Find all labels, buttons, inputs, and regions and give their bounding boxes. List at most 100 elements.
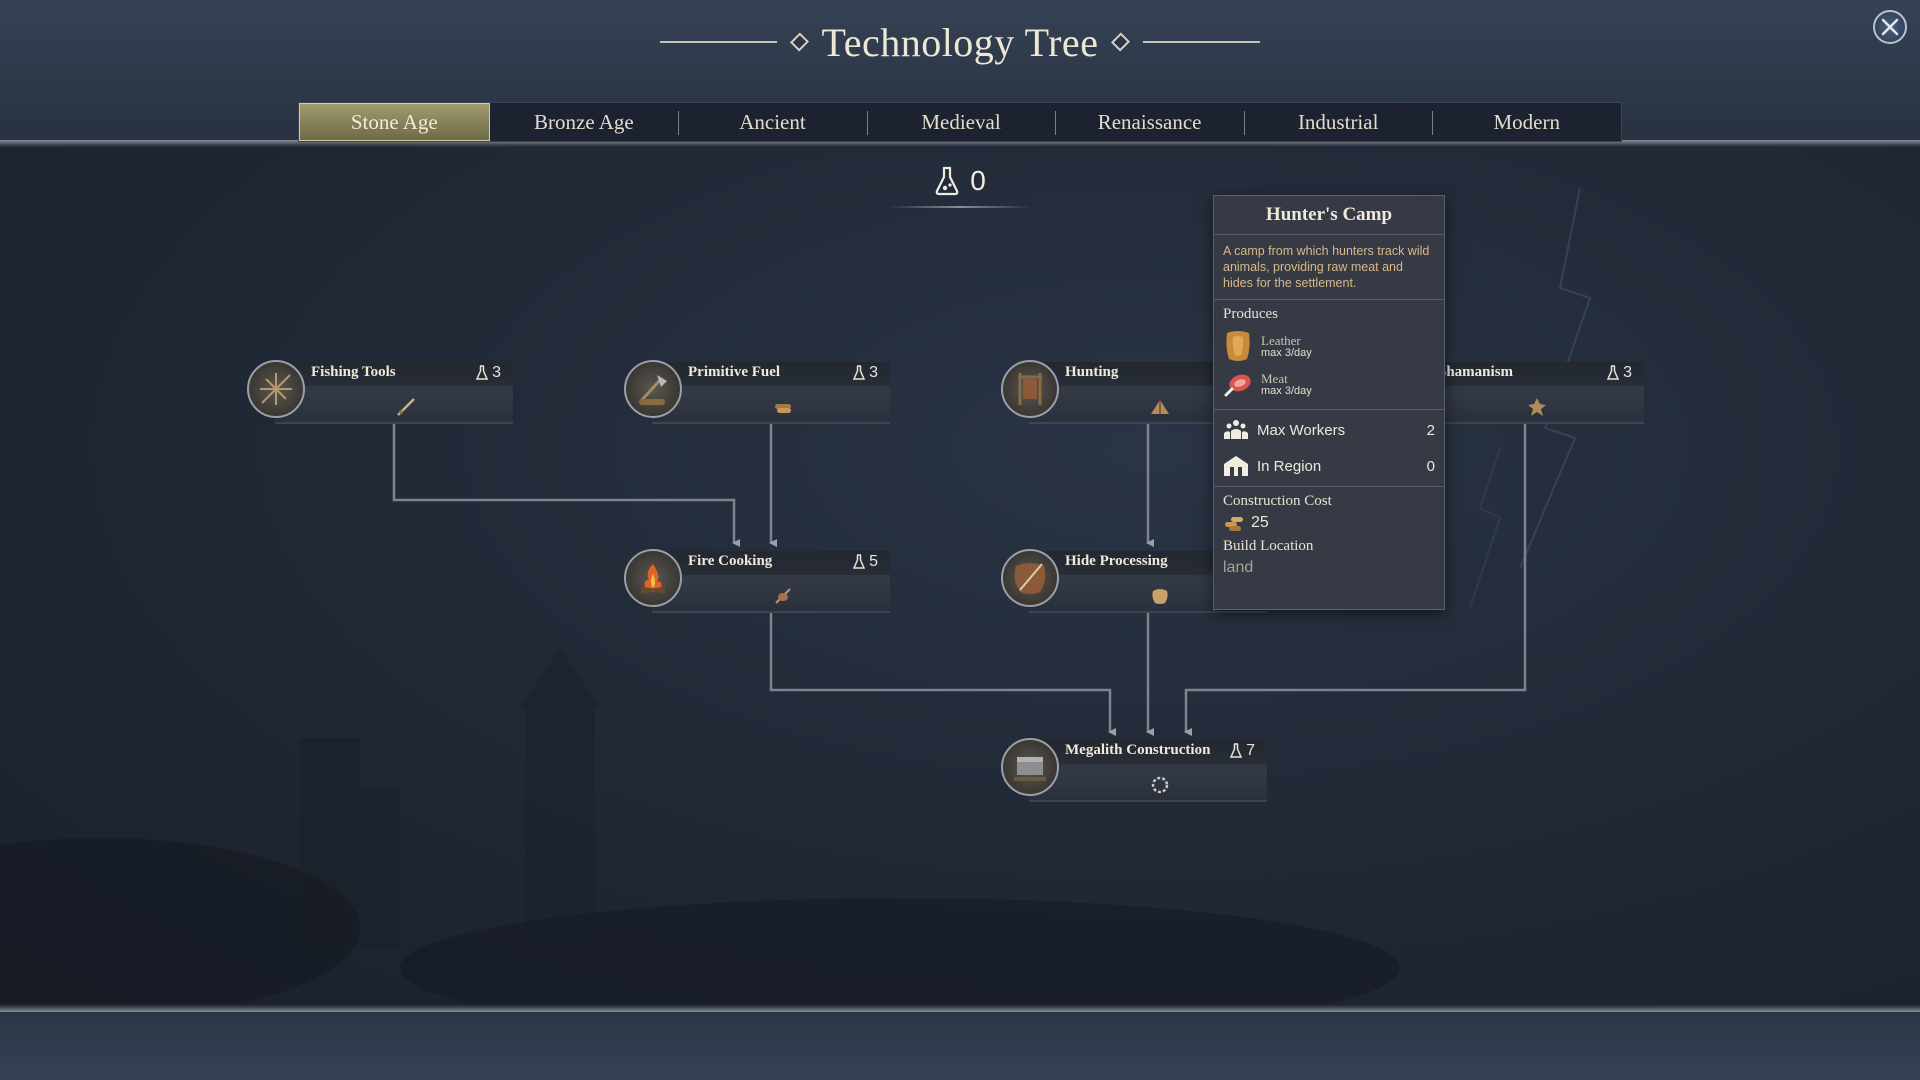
title-rule-left xyxy=(660,41,777,43)
flask-icon xyxy=(935,166,959,196)
flask-icon xyxy=(1230,743,1243,758)
tech-cost: 3 xyxy=(476,364,501,382)
title-rule-right xyxy=(1143,41,1260,43)
hunters-camp-icon xyxy=(1149,396,1171,418)
max-workers-label: Max Workers xyxy=(1257,421,1346,439)
max-workers-value: 2 xyxy=(1426,421,1435,439)
in-region-label: In Region xyxy=(1257,457,1322,475)
tech-cost-value: 7 xyxy=(1246,742,1255,759)
page-title: Technology Tree xyxy=(821,19,1099,65)
tech-node-panel xyxy=(275,362,513,424)
tooltip-title: Hunter's Camp xyxy=(1214,196,1444,235)
campfire-icon xyxy=(624,549,682,607)
tooltip-description: A camp from which hunters track wild ani… xyxy=(1214,235,1444,300)
tab-medieval[interactable]: Medieval xyxy=(866,103,1056,141)
stone-circle-icon xyxy=(1149,774,1171,796)
produce-item-meat: Meat max 3/day xyxy=(1223,365,1435,403)
tech-node-megalith-construction[interactable]: Megalith Construction 7 xyxy=(1001,738,1267,802)
wood-axe-icon xyxy=(624,360,682,418)
drying-rack-icon xyxy=(1001,360,1059,418)
tech-node-panel xyxy=(652,362,890,424)
tree-background xyxy=(0,148,1920,1006)
research-points: 0 xyxy=(890,155,1030,207)
bottom-frame xyxy=(0,1012,1920,1080)
bottom-frame-rule xyxy=(0,1004,1920,1012)
tech-cost: 7 xyxy=(1230,742,1255,760)
close-button[interactable] xyxy=(1873,10,1907,44)
tab-modern[interactable]: Modern xyxy=(1432,103,1621,141)
tech-cost-value: 3 xyxy=(1623,364,1632,381)
tech-node-panel xyxy=(1406,362,1644,424)
flask-icon xyxy=(1607,365,1620,380)
construction-cost-value: 25 xyxy=(1251,514,1269,531)
fishing-rod-icon xyxy=(395,396,417,418)
hide-scraper-icon xyxy=(1001,549,1059,607)
produces-heading: Produces xyxy=(1223,306,1278,322)
research-points-value: 0 xyxy=(970,165,986,196)
tech-cost: 3 xyxy=(853,364,878,382)
tab-bronze-age[interactable]: Bronze Age xyxy=(534,109,634,134)
building-icon xyxy=(1224,456,1248,476)
hide-icon xyxy=(1149,585,1171,607)
tooltip-produces: Produces Leather max 3/day Meat max 3/da… xyxy=(1214,300,1444,410)
tab-industrial[interactable]: Industrial xyxy=(1243,103,1433,141)
meat-icon xyxy=(1224,374,1251,397)
tech-name: Fire Cooking xyxy=(688,553,773,569)
wood-icon xyxy=(1225,517,1243,531)
flask-icon xyxy=(853,365,866,380)
title-banner: Technology Tree xyxy=(660,14,1260,70)
tech-name: Shamanism xyxy=(1438,364,1514,380)
tooltip-stats: Max Workers 2 In Region 0 xyxy=(1214,410,1444,487)
build-location-value: land xyxy=(1223,559,1254,576)
tech-cost-value: 5 xyxy=(869,553,878,570)
tab-renaissance[interactable]: Renaissance xyxy=(1055,103,1244,141)
tech-cost: 5 xyxy=(853,553,878,571)
totem-icon xyxy=(1526,396,1548,418)
era-tabs: Stone Age Bronze Age Ancient Medieval Re… xyxy=(298,102,1622,142)
construction-cost-row: 25 xyxy=(1223,514,1435,532)
tooltip-construction: Construction Cost 25 Build Location land xyxy=(1214,487,1444,583)
produce-rate: max 3/day xyxy=(1261,346,1312,359)
tech-node-fishing-tools[interactable]: Fishing Tools 3 xyxy=(247,360,513,424)
construction-cost-heading: Construction Cost xyxy=(1223,493,1332,509)
max-workers-row: Max Workers 2 xyxy=(1223,412,1435,448)
stone-block-icon xyxy=(1001,738,1059,796)
tech-node-primitive-fuel[interactable]: Primitive Fuel 3 xyxy=(624,360,890,424)
tab-ancient[interactable]: Ancient xyxy=(678,103,867,141)
tech-name: Fishing Tools xyxy=(311,364,396,380)
research-counter-rule xyxy=(888,206,1032,208)
in-region-row: In Region 0 xyxy=(1223,448,1435,484)
in-region-value: 0 xyxy=(1426,457,1435,475)
produce-name: Meat xyxy=(1261,370,1288,386)
tech-node-panel xyxy=(652,551,890,613)
tech-name: Hunting xyxy=(1065,364,1119,380)
connector-shamanism-to-megalith xyxy=(1184,424,1527,736)
flask-icon xyxy=(476,365,489,380)
tech-node-panel xyxy=(1029,740,1267,802)
tech-name: Megalith Construction xyxy=(1065,742,1211,758)
leather-icon xyxy=(1226,331,1250,361)
connector-cooking-to-megalith xyxy=(769,612,1116,736)
tech-node-fire-cooking[interactable]: Fire Cooking 5 xyxy=(624,549,890,613)
building-tooltip: Hunter's Camp A camp from which hunters … xyxy=(1213,195,1445,610)
background-art xyxy=(0,187,1592,1006)
tech-name: Hide Processing xyxy=(1065,553,1168,569)
tech-cost-value: 3 xyxy=(869,364,878,381)
workers-icon xyxy=(1224,420,1248,439)
top-frame-rule xyxy=(0,140,1920,148)
tech-cost: 3 xyxy=(1607,364,1632,382)
produce-rate: max 3/day xyxy=(1261,384,1312,397)
logs-icon xyxy=(772,396,794,418)
cooking-icon xyxy=(772,585,794,607)
tech-cost-value: 3 xyxy=(492,364,501,381)
flask-icon xyxy=(853,554,866,569)
tech-name: Primitive Fuel xyxy=(688,364,781,380)
connector-fishing-to-cooking xyxy=(392,424,740,547)
produce-name: Leather xyxy=(1261,332,1301,348)
build-location-heading: Build Location xyxy=(1223,538,1314,554)
fishing-net-icon xyxy=(247,360,305,418)
close-icon xyxy=(1881,18,1899,36)
tab-stone-age[interactable]: Stone Age xyxy=(299,103,490,141)
produce-item-leather: Leather max 3/day xyxy=(1223,327,1435,365)
